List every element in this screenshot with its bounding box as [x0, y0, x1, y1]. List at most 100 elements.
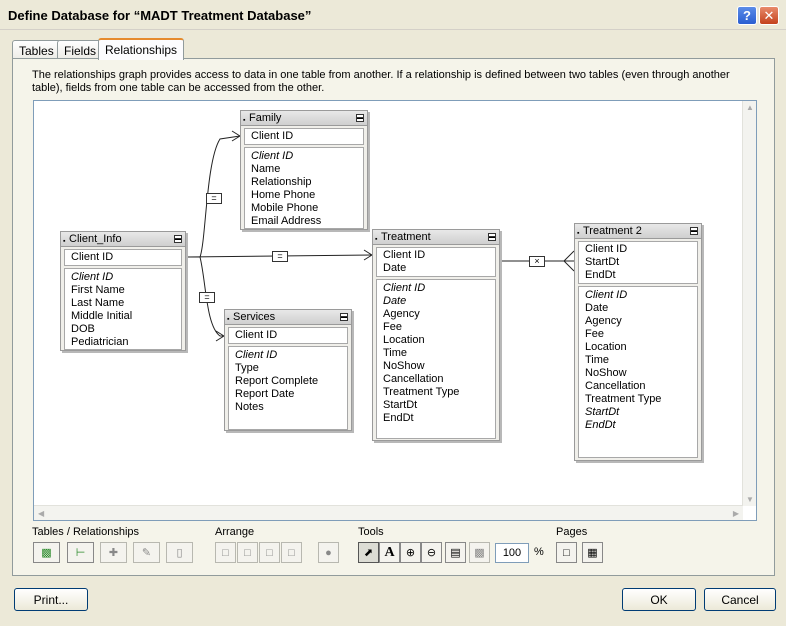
delete-icon[interactable]: ▯	[166, 542, 193, 563]
color-icon[interactable]: ●	[318, 542, 339, 563]
field-item[interactable]: Client ID	[71, 271, 114, 283]
fit-window-icon[interactable]: ▤	[445, 542, 466, 563]
relationship-treatment-icon[interactable]: =	[272, 251, 288, 262]
edit-icon[interactable]: ✎	[133, 542, 160, 563]
zoom-input[interactable]: 100	[495, 543, 529, 563]
align-top-icon[interactable]: □	[237, 542, 258, 563]
field-item[interactable]: Treatment Type	[383, 386, 460, 398]
field-item[interactable]: Home Phone	[251, 189, 316, 201]
field-item[interactable]: Time	[585, 354, 610, 366]
align-left-icon[interactable]: □	[215, 542, 236, 563]
ok-button[interactable]: OK	[622, 588, 696, 611]
field-item[interactable]: Location	[383, 334, 425, 346]
field-item[interactable]: Relationship	[251, 176, 312, 188]
table-header[interactable]: ▪Family▬	[241, 111, 367, 126]
key-field[interactable]: Client ID	[251, 130, 294, 142]
field-item[interactable]: EndDt	[585, 419, 616, 431]
field-item[interactable]: Client ID	[585, 289, 628, 301]
table-header[interactable]: ▪Treatment▬	[373, 230, 499, 245]
zoom-out-icon[interactable]: ⊖	[421, 542, 442, 563]
relationships-graph[interactable]: = = = × ▪Family▬ Client ID Client ID Nam…	[33, 100, 757, 521]
table-header[interactable]: ▪Client_Info▬	[61, 232, 185, 247]
field-item[interactable]: Date	[383, 295, 407, 307]
field-item[interactable]: Report Complete	[235, 375, 319, 387]
field-item[interactable]: StartDt	[383, 399, 418, 411]
table-header[interactable]: ▪Services▬	[225, 310, 351, 325]
field-item[interactable]: Cancellation	[383, 373, 444, 385]
field-item[interactable]: Agency	[383, 308, 420, 320]
help-button[interactable]: ?	[737, 6, 757, 25]
field-item[interactable]: Pediatrician	[71, 336, 129, 348]
table-occurrence-treatment-2[interactable]: ▪Treatment 2▬ Client ID StartDt EndDt Cl…	[574, 223, 702, 461]
collapse-icon[interactable]: ▬	[340, 313, 348, 321]
tab-tables[interactable]: Tables	[12, 40, 61, 59]
relationship-treatment2-icon[interactable]: ×	[529, 256, 545, 267]
field-item[interactable]: Notes	[235, 401, 264, 413]
duplicate-icon[interactable]: ✚	[100, 542, 127, 563]
add-table-icon[interactable]: ▩	[33, 542, 60, 563]
field-item[interactable]: Location	[585, 341, 627, 353]
field-item[interactable]: Cancellation	[585, 380, 646, 392]
field-item[interactable]: Fee	[585, 328, 604, 340]
page-break-icon[interactable]: ▩	[469, 542, 490, 563]
field-item[interactable]: Middle Initial	[71, 310, 133, 322]
field-item[interactable]: Date	[585, 302, 609, 314]
table-occurrence-family[interactable]: ▪Family▬ Client ID Client ID Name Relati…	[240, 110, 368, 230]
table-occurrence-client-info[interactable]: ▪Client_Info▬ Client ID Client ID First …	[60, 231, 186, 351]
field-item[interactable]: Email Address	[251, 215, 322, 227]
zoom-in-icon[interactable]: ⊕	[400, 542, 421, 563]
key-field[interactable]: Client ID	[383, 249, 426, 261]
print-button[interactable]: Print...	[14, 588, 88, 611]
distribute-icon[interactable]: □	[259, 542, 280, 563]
field-item[interactable]: Client ID	[251, 150, 294, 162]
resize-icon[interactable]: □	[281, 542, 302, 563]
field-item[interactable]: Mobile Phone	[251, 202, 319, 214]
field-item[interactable]: NoShow	[585, 367, 627, 379]
collapse-icon[interactable]: ▬	[356, 114, 364, 122]
key-field[interactable]: Client ID	[71, 251, 114, 263]
key-field[interactable]: Date	[383, 262, 407, 274]
field-item[interactable]: DOB	[71, 323, 95, 335]
scroll-left-icon[interactable]: ◀	[38, 509, 45, 518]
scroll-right-icon[interactable]: ▶	[732, 509, 739, 518]
tab-fields[interactable]: Fields	[57, 40, 104, 59]
field-item[interactable]: Agency	[585, 315, 622, 327]
relationship-services-icon[interactable]: =	[199, 292, 215, 303]
close-button[interactable]: ✕	[759, 6, 779, 25]
tab-relationships[interactable]: Relationships	[98, 38, 185, 60]
table-header[interactable]: ▪Treatment 2▬	[575, 224, 701, 239]
cancel-button[interactable]: Cancel	[704, 588, 776, 611]
key-field[interactable]: EndDt	[585, 269, 616, 281]
key-field[interactable]: Client ID	[235, 329, 278, 341]
page-setup-icon[interactable]: ▦	[582, 542, 603, 563]
text-tool-icon[interactable]: A	[379, 542, 400, 563]
scroll-down-icon[interactable]: ▼	[746, 495, 754, 504]
key-field[interactable]: Client ID	[585, 243, 628, 255]
field-item[interactable]: Client ID	[383, 282, 426, 294]
show-page-breaks-icon[interactable]: □	[556, 542, 577, 563]
key-field[interactable]: StartDt	[585, 256, 620, 268]
relationship-family-icon[interactable]: =	[206, 193, 222, 204]
field-item[interactable]: Report Date	[235, 388, 295, 400]
field-item[interactable]: StartDt	[585, 406, 620, 418]
add-relationship-icon[interactable]: ⊢	[67, 542, 94, 563]
scroll-up-icon[interactable]: ▲	[746, 103, 754, 112]
field-item[interactable]: Time	[383, 347, 408, 359]
table-occurrence-services[interactable]: ▪Services▬ Client ID Client ID Type Repo…	[224, 309, 352, 431]
field-item[interactable]: EndDt	[383, 412, 414, 424]
collapse-icon[interactable]: ▬	[488, 233, 496, 241]
vertical-scrollbar[interactable]: ▲ ▼	[742, 101, 756, 506]
field-item[interactable]: Treatment Type	[585, 393, 662, 405]
field-item[interactable]: Client ID	[235, 349, 278, 361]
field-item[interactable]: First Name	[71, 284, 125, 296]
table-occurrence-treatment[interactable]: ▪Treatment▬ Client ID Date Client ID Dat…	[372, 229, 500, 441]
field-item[interactable]: Last Name	[71, 297, 125, 309]
horizontal-scrollbar[interactable]: ◀ ▶	[34, 505, 743, 520]
collapse-icon[interactable]: ▬	[174, 235, 182, 243]
pointer-tool-icon[interactable]: ⬈	[358, 542, 379, 563]
field-item[interactable]: Name	[251, 163, 281, 175]
field-item[interactable]: Type	[235, 362, 259, 374]
field-item[interactable]: Fee	[383, 321, 402, 333]
collapse-icon[interactable]: ▬	[690, 227, 698, 235]
field-item[interactable]: NoShow	[383, 360, 425, 372]
